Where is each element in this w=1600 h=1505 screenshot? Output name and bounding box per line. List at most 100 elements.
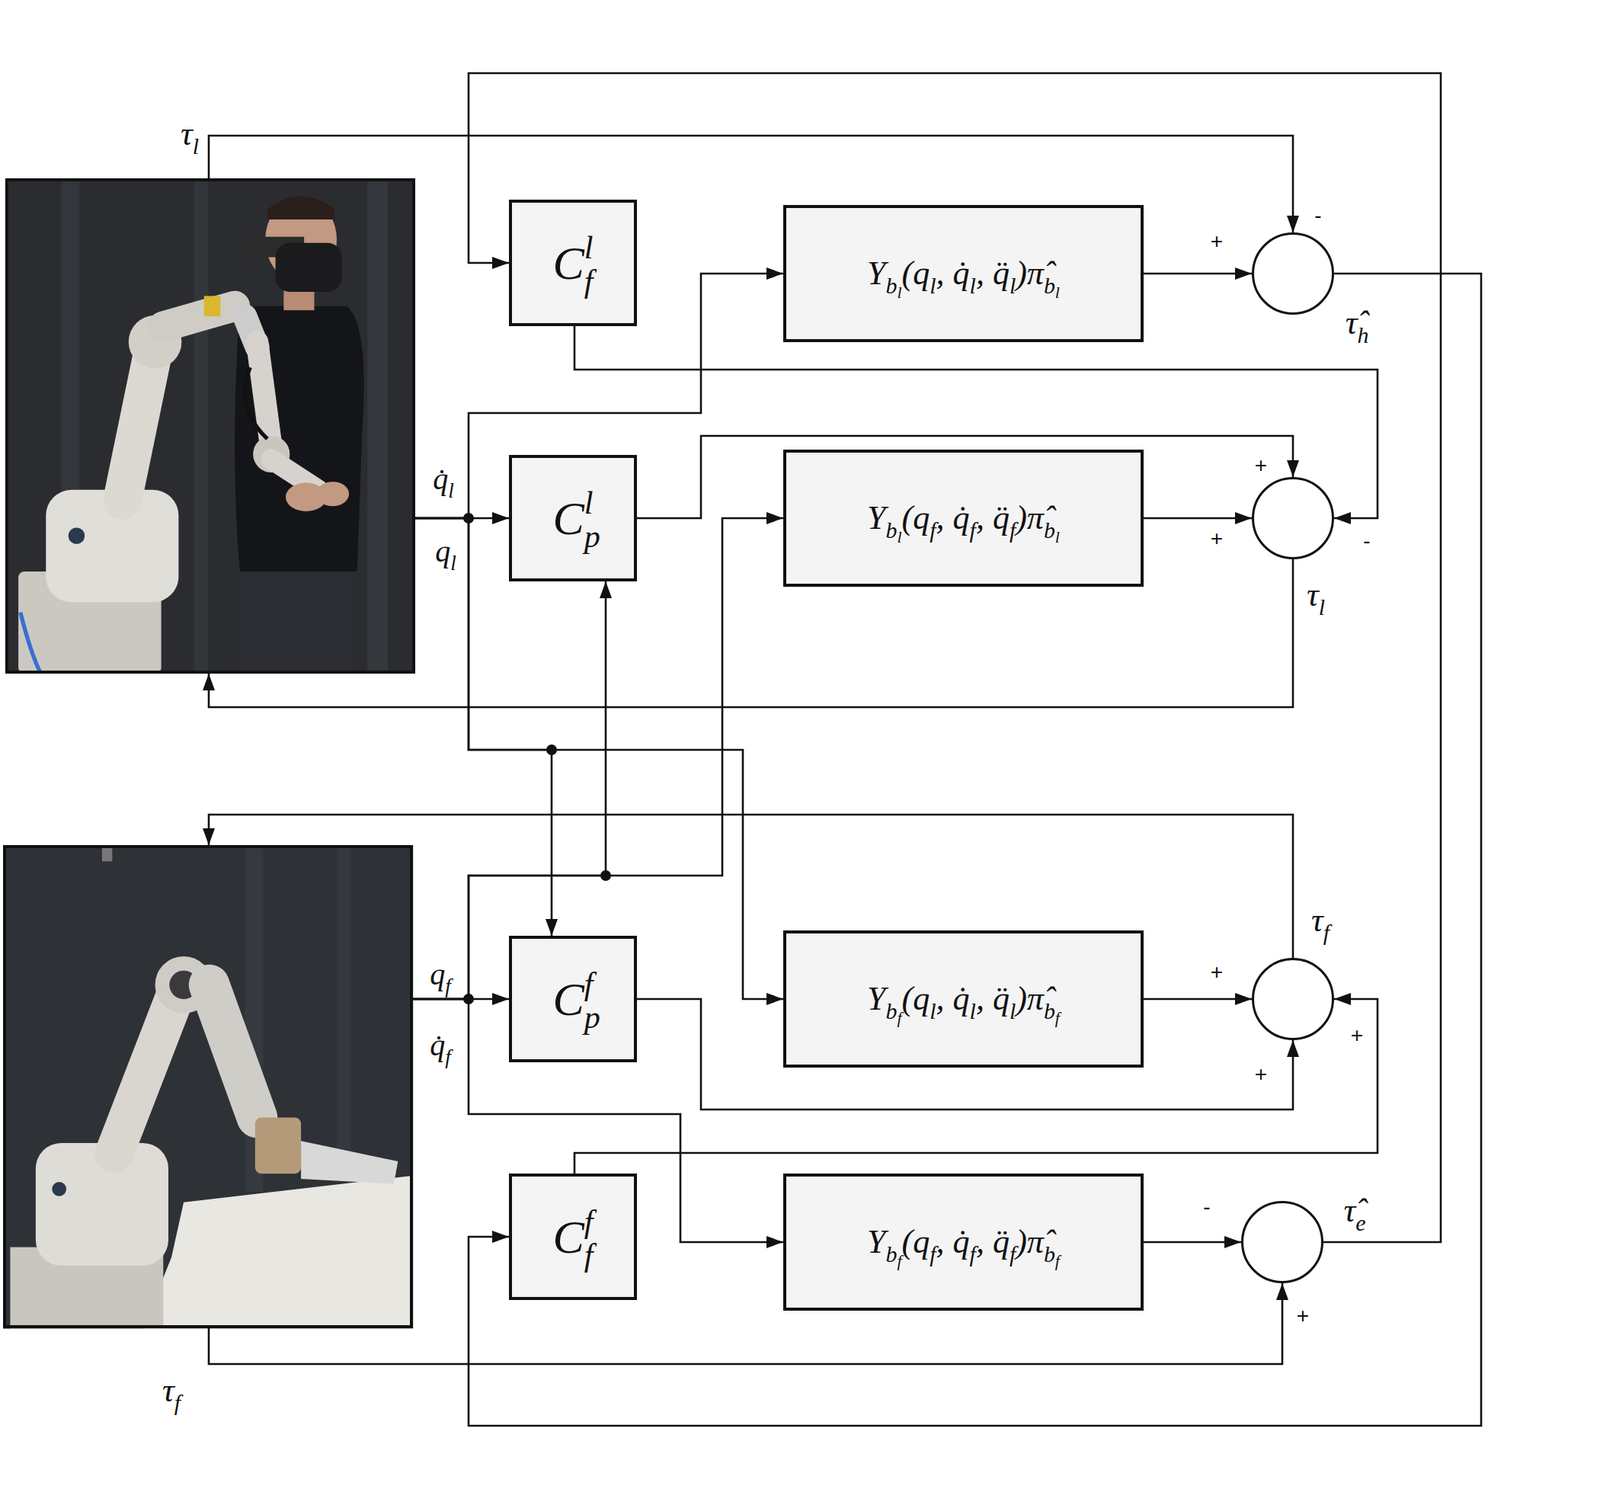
signal-arrow [412,998,509,1001]
math-label: Cpl [552,494,593,542]
person-hair [267,196,335,220]
text-run: l [584,231,594,264]
math-label: τl [1306,578,1325,612]
signal-arrow [208,559,1293,708]
robot-gripper [300,1140,398,1184]
text-run: q̇ [432,464,448,495]
signal-arrow [468,73,1441,1242]
text-run: l [1009,274,1016,298]
junction-dot [463,512,474,524]
text-run: - [1314,204,1322,227]
text-run: l [969,999,976,1023]
curtain-fold [336,844,352,1172]
curtain-fold [193,178,208,674]
text-run: p [584,520,601,553]
text-run: - [1203,1196,1210,1218]
sign-label: - [1314,204,1322,227]
table [143,1175,414,1329]
text-run: + [1296,1305,1309,1327]
block-box: Ybf(qf, q̇f, q̈f)π̂bf [783,1173,1144,1311]
text-run: C [552,494,584,542]
signal-arrow [1143,998,1252,1001]
text-run: f [896,1252,902,1270]
sign-label: - [1363,530,1370,552]
curtain [5,178,416,674]
signal-arrow [1143,517,1252,520]
junction-outline [1251,957,1335,1040]
text-run: + [1210,961,1223,983]
text-run: (q [902,982,931,1016]
signal-arrow [415,273,784,519]
signal-arrow [1143,1241,1242,1244]
text-run: , q̈ [976,982,1010,1016]
signal-arrow [468,273,1482,1426]
signal-arrow [415,517,509,520]
math-label: τ̂h [1345,306,1370,340]
text-run: f [444,1046,452,1068]
text-run: (q [902,501,931,535]
text-run: l [896,284,902,301]
text-run: b [886,999,898,1023]
text-run: l [192,134,199,158]
text-run: f [584,967,594,1000]
text-run: f [969,518,976,542]
junction-circle [1253,478,1334,559]
robot-wrist [255,1117,301,1175]
text-run: b [886,274,898,298]
text-run: )π̂ [1015,982,1044,1016]
text-run: (q [902,256,931,291]
summing-junction: τl [1251,476,1335,560]
text-run: (q [902,1225,931,1259]
text-run: , q̇ [936,982,970,1016]
text-run: + [1210,528,1223,550]
person-hand [316,481,349,506]
signal-arrow [412,581,606,999]
math-label: Ybf(ql, q̇l, q̈l)π̂bf [867,982,1060,1016]
summing-junction: τf [1251,957,1335,1040]
signal-arrow [412,518,784,999]
text-run: f [584,265,594,298]
follower-photo-art [3,844,413,1329]
sign-label: - [1203,1196,1210,1218]
text-run: l [969,274,976,298]
signal-arrow [574,998,1378,1174]
curtain [3,844,413,1329]
signal-label: qf [429,959,452,990]
text-run: + [1350,1024,1364,1047]
block-box: Ybf(ql, q̇l, q̈l)π̂bf [783,930,1144,1068]
text-run: f [969,1242,976,1266]
robot-cable [20,612,42,674]
block-box: Cpl [508,454,637,582]
block-box: Ybl(ql, q̇l, q̈l)π̂bl [783,204,1144,343]
text-run: h [1356,323,1369,347]
text-run: τ [1306,578,1319,612]
text-run: , q̈ [976,256,1010,291]
signal-arrow [208,814,1293,958]
text-run: τ [1311,903,1324,938]
block-box: Cff [508,1173,637,1300]
signal-arrow [415,518,552,936]
signal-arrow [412,998,784,1242]
robot-logo [68,527,85,544]
junction-outline [1251,232,1335,315]
text-run: f [1055,1009,1060,1027]
signal-label: q̇l [432,464,455,495]
text-run: b [1043,274,1056,298]
text-run: l [1318,595,1325,619]
junction-dot [600,870,612,881]
robot-photo: τf [3,844,413,1328]
text-run: f [929,518,936,542]
text-run: Y [867,1225,886,1259]
signal-arrow [208,135,1293,233]
text-run: f [584,1238,594,1271]
text-run: f [896,1009,902,1027]
text-run: l [1055,528,1060,546]
robot-upper-arm [209,984,258,1117]
text-run: τ̂ [1343,1193,1356,1228]
signal-arrow [636,435,1293,519]
text-run: Y [867,501,886,535]
text-run: f [1009,1242,1016,1266]
text-run: τ [162,1373,175,1408]
block-box: Cpf [508,935,637,1063]
